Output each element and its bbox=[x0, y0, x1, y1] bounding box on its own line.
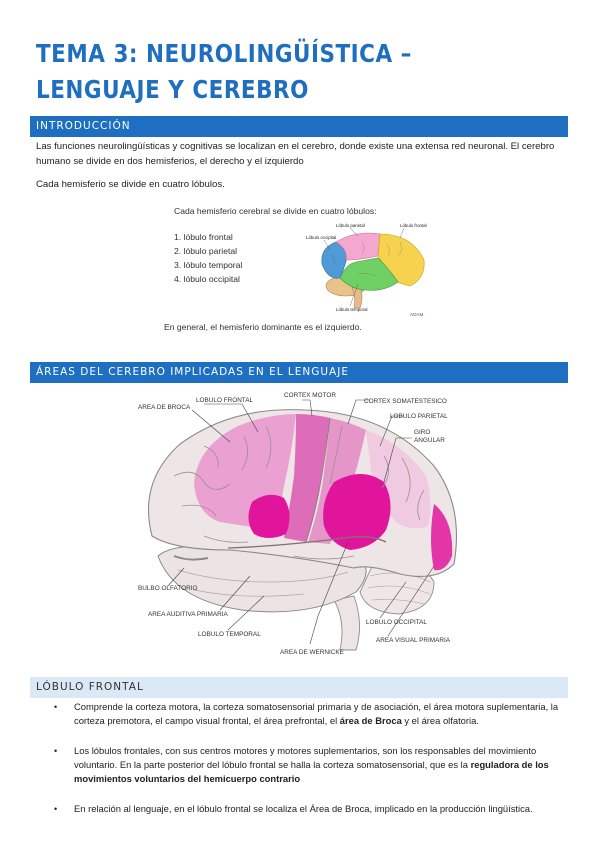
label-lobulo-parietal: LOBULO PARIETAL bbox=[390, 413, 448, 420]
label-lobulo-occipital: LOBULO OCCIPITAL bbox=[366, 619, 427, 626]
label-area-wernicke: AREA DE WERNICKE bbox=[280, 649, 344, 656]
lobes-figure-heading: Cada hemisferio cerebral se divide en cu… bbox=[174, 206, 377, 216]
lobes-figure-footer: En general, el hemisferio dominante es e… bbox=[164, 322, 362, 332]
lobe-list-item: 3. lóbulo temporal bbox=[174, 260, 243, 270]
label-lobulo-temporal: LOBULO TEMPORAL bbox=[198, 631, 261, 638]
lobe-list-item: 1. lóbulo frontal bbox=[174, 232, 233, 242]
label-angular: ANGULAR bbox=[414, 437, 445, 444]
bullet-text: En relación al lenguaje, en el lóbulo fr… bbox=[74, 803, 533, 814]
brain-lobes-illustration: Lóbulo parietal Lóbulo frontal Lóbulo oc… bbox=[306, 223, 427, 317]
label-cortex-motor: CORTEX MOTOR bbox=[284, 392, 336, 399]
lobe-list-item: 2. lóbulo parietal bbox=[174, 246, 238, 256]
section-header-introduccion: INTRODUCCIÓN bbox=[30, 116, 568, 137]
page-title: TEMA 3: NEUROLINGÜÍSTICA – LENGUAJE Y CE… bbox=[36, 39, 412, 104]
bullet-text: Los lóbulos frontales, con sus centros m… bbox=[74, 745, 537, 770]
intro-lobes-sentence: Cada hemisferio se divide en cuatro lóbu… bbox=[36, 179, 225, 190]
list-item: • Comprende la corteza motora, la cortez… bbox=[52, 700, 564, 728]
label-lobulo-temporal: Lóbulo temporal bbox=[336, 307, 368, 312]
bullet-bold-text: reguladora de los movimientos voluntario… bbox=[74, 759, 549, 784]
lobe-list: 1. lóbulo frontal 2. lóbulo parietal 3. … bbox=[174, 230, 242, 286]
label-giro: GIRO bbox=[414, 429, 430, 436]
bullet-glyph: • bbox=[54, 746, 58, 756]
intro-paragraph: Las funciones neurolingüísticas y cognit… bbox=[36, 141, 555, 167]
label-bulbo-olfatorio: BULBO OLFATORIO bbox=[138, 585, 197, 592]
label-cortex-somatestesico: CORTEX SOMATESTESICO bbox=[364, 398, 447, 405]
bullet-text: Comprende la corteza motora, la corteza … bbox=[74, 701, 559, 726]
bullet-glyph: • bbox=[54, 804, 58, 814]
section-header-lobulo-frontal: LÓBULO FRONTAL bbox=[30, 677, 568, 698]
brain-language-areas-diagram: LOBULO FRONTAL CORTEX MOTOR CORTEX SOMAT… bbox=[138, 392, 458, 656]
label-area-visual-primaria: AREA VISUAL PRIMARIA bbox=[376, 637, 451, 644]
label-lobulo-parietal: Lóbulo parietal bbox=[336, 223, 365, 228]
label-lobulo-frontal: Lóbulo frontal bbox=[400, 223, 427, 228]
section-header-areas: ÁREAS DEL CEREBRO IMPLICADAS EN EL LENGU… bbox=[30, 362, 568, 383]
label-area-auditiva-primaria: AREA AUDITIVA PRIMARIA bbox=[148, 611, 229, 618]
bullet-bold-text: área de Broca bbox=[339, 715, 402, 726]
label-lobulo-occipital: Lóbulo occipital bbox=[306, 235, 336, 240]
frontal-lobe-bullets: • Comprende la corteza motora, la cortez… bbox=[52, 700, 564, 832]
list-item: • Los lóbulos frontales, con sus centros… bbox=[52, 744, 564, 786]
label-area-broca: AREA DE BROCA bbox=[138, 404, 191, 411]
bullet-text-end: y el área olfatoria. bbox=[401, 715, 479, 726]
list-item: • En relación al lenguaje, en el lóbulo … bbox=[52, 802, 564, 816]
bullet-glyph: • bbox=[54, 702, 58, 712]
lobe-list-item: 4. lóbulo occipital bbox=[174, 274, 240, 284]
label-lobulo-frontal: LOBULO FRONTAL bbox=[196, 397, 253, 404]
lobes-figure: Cada hemisferio cerebral se divide en cu… bbox=[160, 200, 440, 335]
adam-credit: ADAM. bbox=[410, 312, 425, 317]
